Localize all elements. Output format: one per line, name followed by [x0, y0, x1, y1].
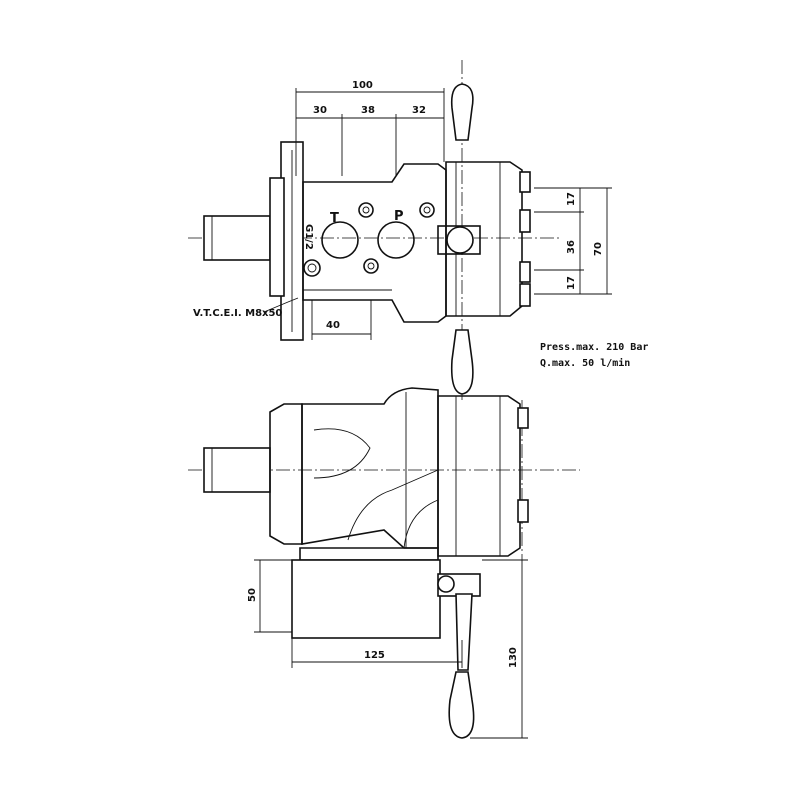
- lever-handle-middle: [450, 329, 474, 395]
- dim-32: 32: [412, 105, 426, 116]
- side-view: 50 125 130: [188, 387, 580, 739]
- drive-shaft: [203, 215, 271, 261]
- top-view: T P G1/2 V.T.C.E.I. M8x50 100 30 38 32 4…: [188, 60, 648, 400]
- port-p-circle: [377, 221, 415, 259]
- lever-arm: [455, 593, 473, 671]
- side-bolt-top: [517, 407, 529, 429]
- lever-handle-bottom: [448, 671, 475, 739]
- dim-38: 38: [361, 105, 375, 116]
- cap-bolt-upper: [519, 209, 531, 233]
- dim-125: 125: [364, 650, 385, 661]
- mounting-hole-right: [419, 202, 435, 218]
- side-end-cap: [437, 395, 521, 557]
- side-flange: [269, 403, 303, 545]
- port-p-label: P: [394, 209, 404, 224]
- flange-spigot: [269, 177, 285, 297]
- side-shaft: [203, 447, 271, 493]
- dim-17-lower: 17: [566, 276, 577, 290]
- side-bolt-bottom: [517, 499, 529, 523]
- valve-body: [302, 163, 447, 323]
- lever-pivot-pin: [437, 575, 455, 593]
- thread-label: G1/2: [303, 224, 314, 250]
- adapter-plate: [299, 547, 439, 561]
- cap-bolt-lower: [519, 261, 531, 283]
- dim-100: 100: [352, 80, 373, 91]
- dim-17-upper: 17: [566, 192, 577, 206]
- body-contour-diagonal: [347, 469, 439, 541]
- dim-130: 130: [508, 647, 519, 668]
- body-contour-left: [313, 428, 371, 479]
- dim-30: 30: [313, 105, 327, 116]
- dim-70: 70: [593, 242, 604, 256]
- flow-spec: Q.max. 50 l/min: [540, 357, 630, 369]
- gauge-port-circle: [303, 259, 321, 277]
- cap-bolt-top: [519, 171, 531, 193]
- mounting-hole-bottom: [363, 258, 379, 274]
- mounting-hole-top: [358, 202, 374, 218]
- valve-block: [291, 559, 441, 639]
- lever-handle-top: [450, 83, 474, 141]
- port-t-label: T: [330, 211, 339, 226]
- dim-40: 40: [326, 320, 340, 331]
- spool-block: [437, 225, 481, 255]
- spool-end: [446, 226, 474, 254]
- side-pump-body: [301, 387, 439, 549]
- dim-50: 50: [247, 588, 258, 602]
- screw-label: V.T.C.E.I. M8x50: [193, 308, 282, 319]
- screw-leader-line: [263, 297, 299, 313]
- dim-36: 36: [566, 240, 577, 254]
- port-t-circle: [321, 221, 359, 259]
- cap-bolt-bottom: [519, 283, 531, 307]
- pressure-spec: Press.max. 210 Bar: [540, 342, 648, 353]
